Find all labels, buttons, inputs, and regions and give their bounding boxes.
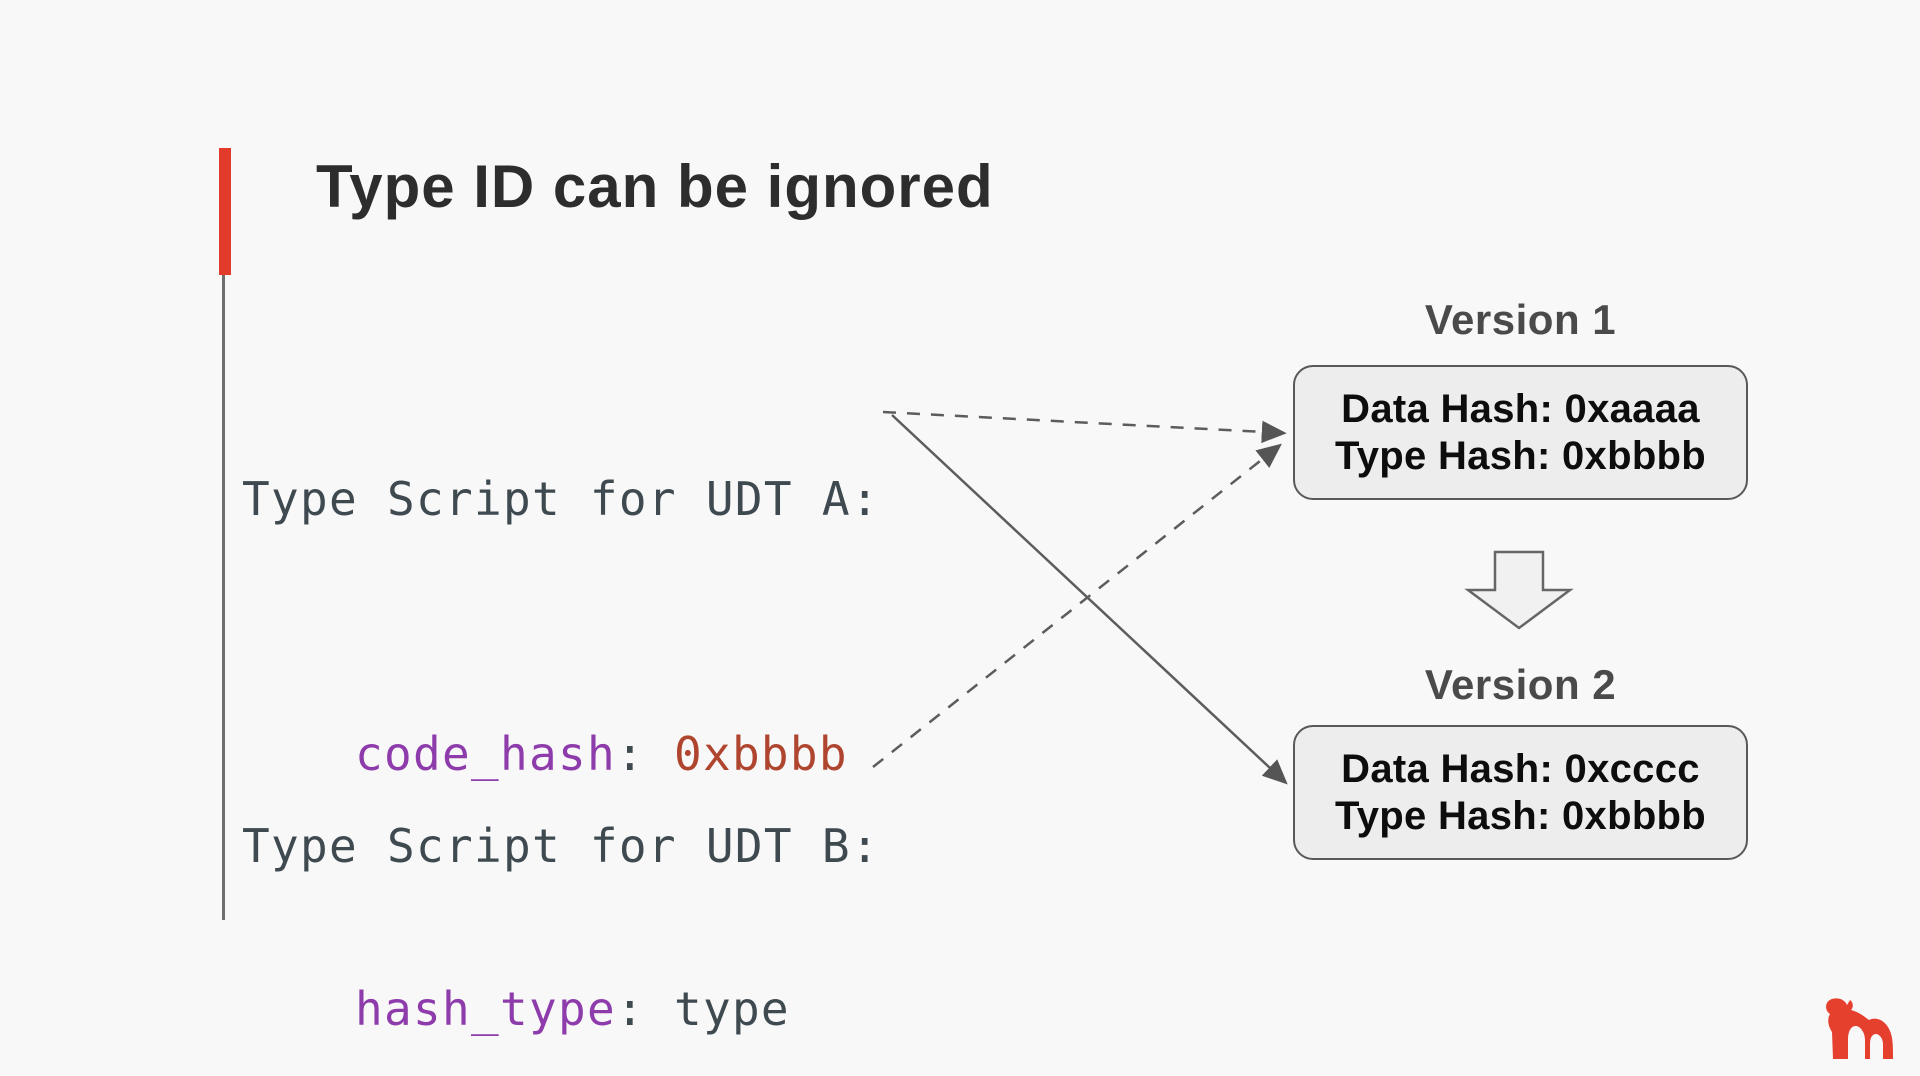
gorilla-logo-icon bbox=[1826, 998, 1893, 1059]
code-block-udt-a: Type Script for UDT A: code_hash: 0xbbbb… bbox=[242, 287, 880, 1076]
code-separator: : bbox=[615, 982, 674, 1036]
solid-arrow-codehash-a-to-v2 bbox=[891, 414, 1288, 785]
code-key: hash_type bbox=[355, 982, 616, 1036]
dashed-arrow-codehash-a-to-v1 bbox=[882, 410, 1287, 444]
version-1-label: Version 1 bbox=[1424, 296, 1617, 343]
code-line-code-hash-b: code_hash: 0xaaaa bbox=[242, 1059, 880, 1076]
version-2-type-hash-line: Type Hash: 0xbbbb bbox=[1334, 793, 1707, 838]
version-2-label: Version 2 bbox=[1424, 661, 1617, 708]
code-value: 0xbbbb bbox=[673, 727, 848, 781]
code-line-hash-type-a: hash_type: type bbox=[242, 967, 880, 1052]
left-guide-line bbox=[222, 275, 225, 920]
code-value: 0xaaaa bbox=[674, 1074, 848, 1076]
code-key: code_hash bbox=[355, 727, 616, 781]
title-accent-bar bbox=[219, 148, 231, 275]
code-separator: : bbox=[616, 1074, 674, 1076]
code-key: code_hash bbox=[355, 1074, 616, 1076]
version-2-data-hash-line: Data Hash: 0xcccc bbox=[1341, 746, 1700, 791]
page-title: Type ID can be ignored bbox=[316, 153, 994, 220]
version-transition-down-arrow bbox=[1464, 550, 1574, 630]
code-separator: : bbox=[615, 727, 674, 781]
version-1-box: Data Hash: 0xaaaa Type Hash: 0xbbbb bbox=[1293, 365, 1748, 500]
code-heading-udt-a: Type Script for UDT A: bbox=[242, 472, 880, 526]
code-line-code-hash-a: code_hash: 0xbbbb bbox=[242, 712, 880, 797]
version-1-data-hash-line: Data Hash: 0xaaaa bbox=[1341, 386, 1700, 431]
code-heading-udt-b: Type Script for UDT B: bbox=[242, 819, 880, 873]
code-block-udt-b: Type Script for UDT B: code_hash: 0xaaaa… bbox=[242, 634, 880, 1076]
code-value: type bbox=[673, 982, 790, 1036]
dashed-arrow-codehash-b-to-v1 bbox=[872, 443, 1282, 768]
version-1-type-hash-line: Type Hash: 0xbbbb bbox=[1334, 433, 1707, 478]
version-2-box: Data Hash: 0xcccc Type Hash: 0xbbbb bbox=[1293, 725, 1748, 860]
